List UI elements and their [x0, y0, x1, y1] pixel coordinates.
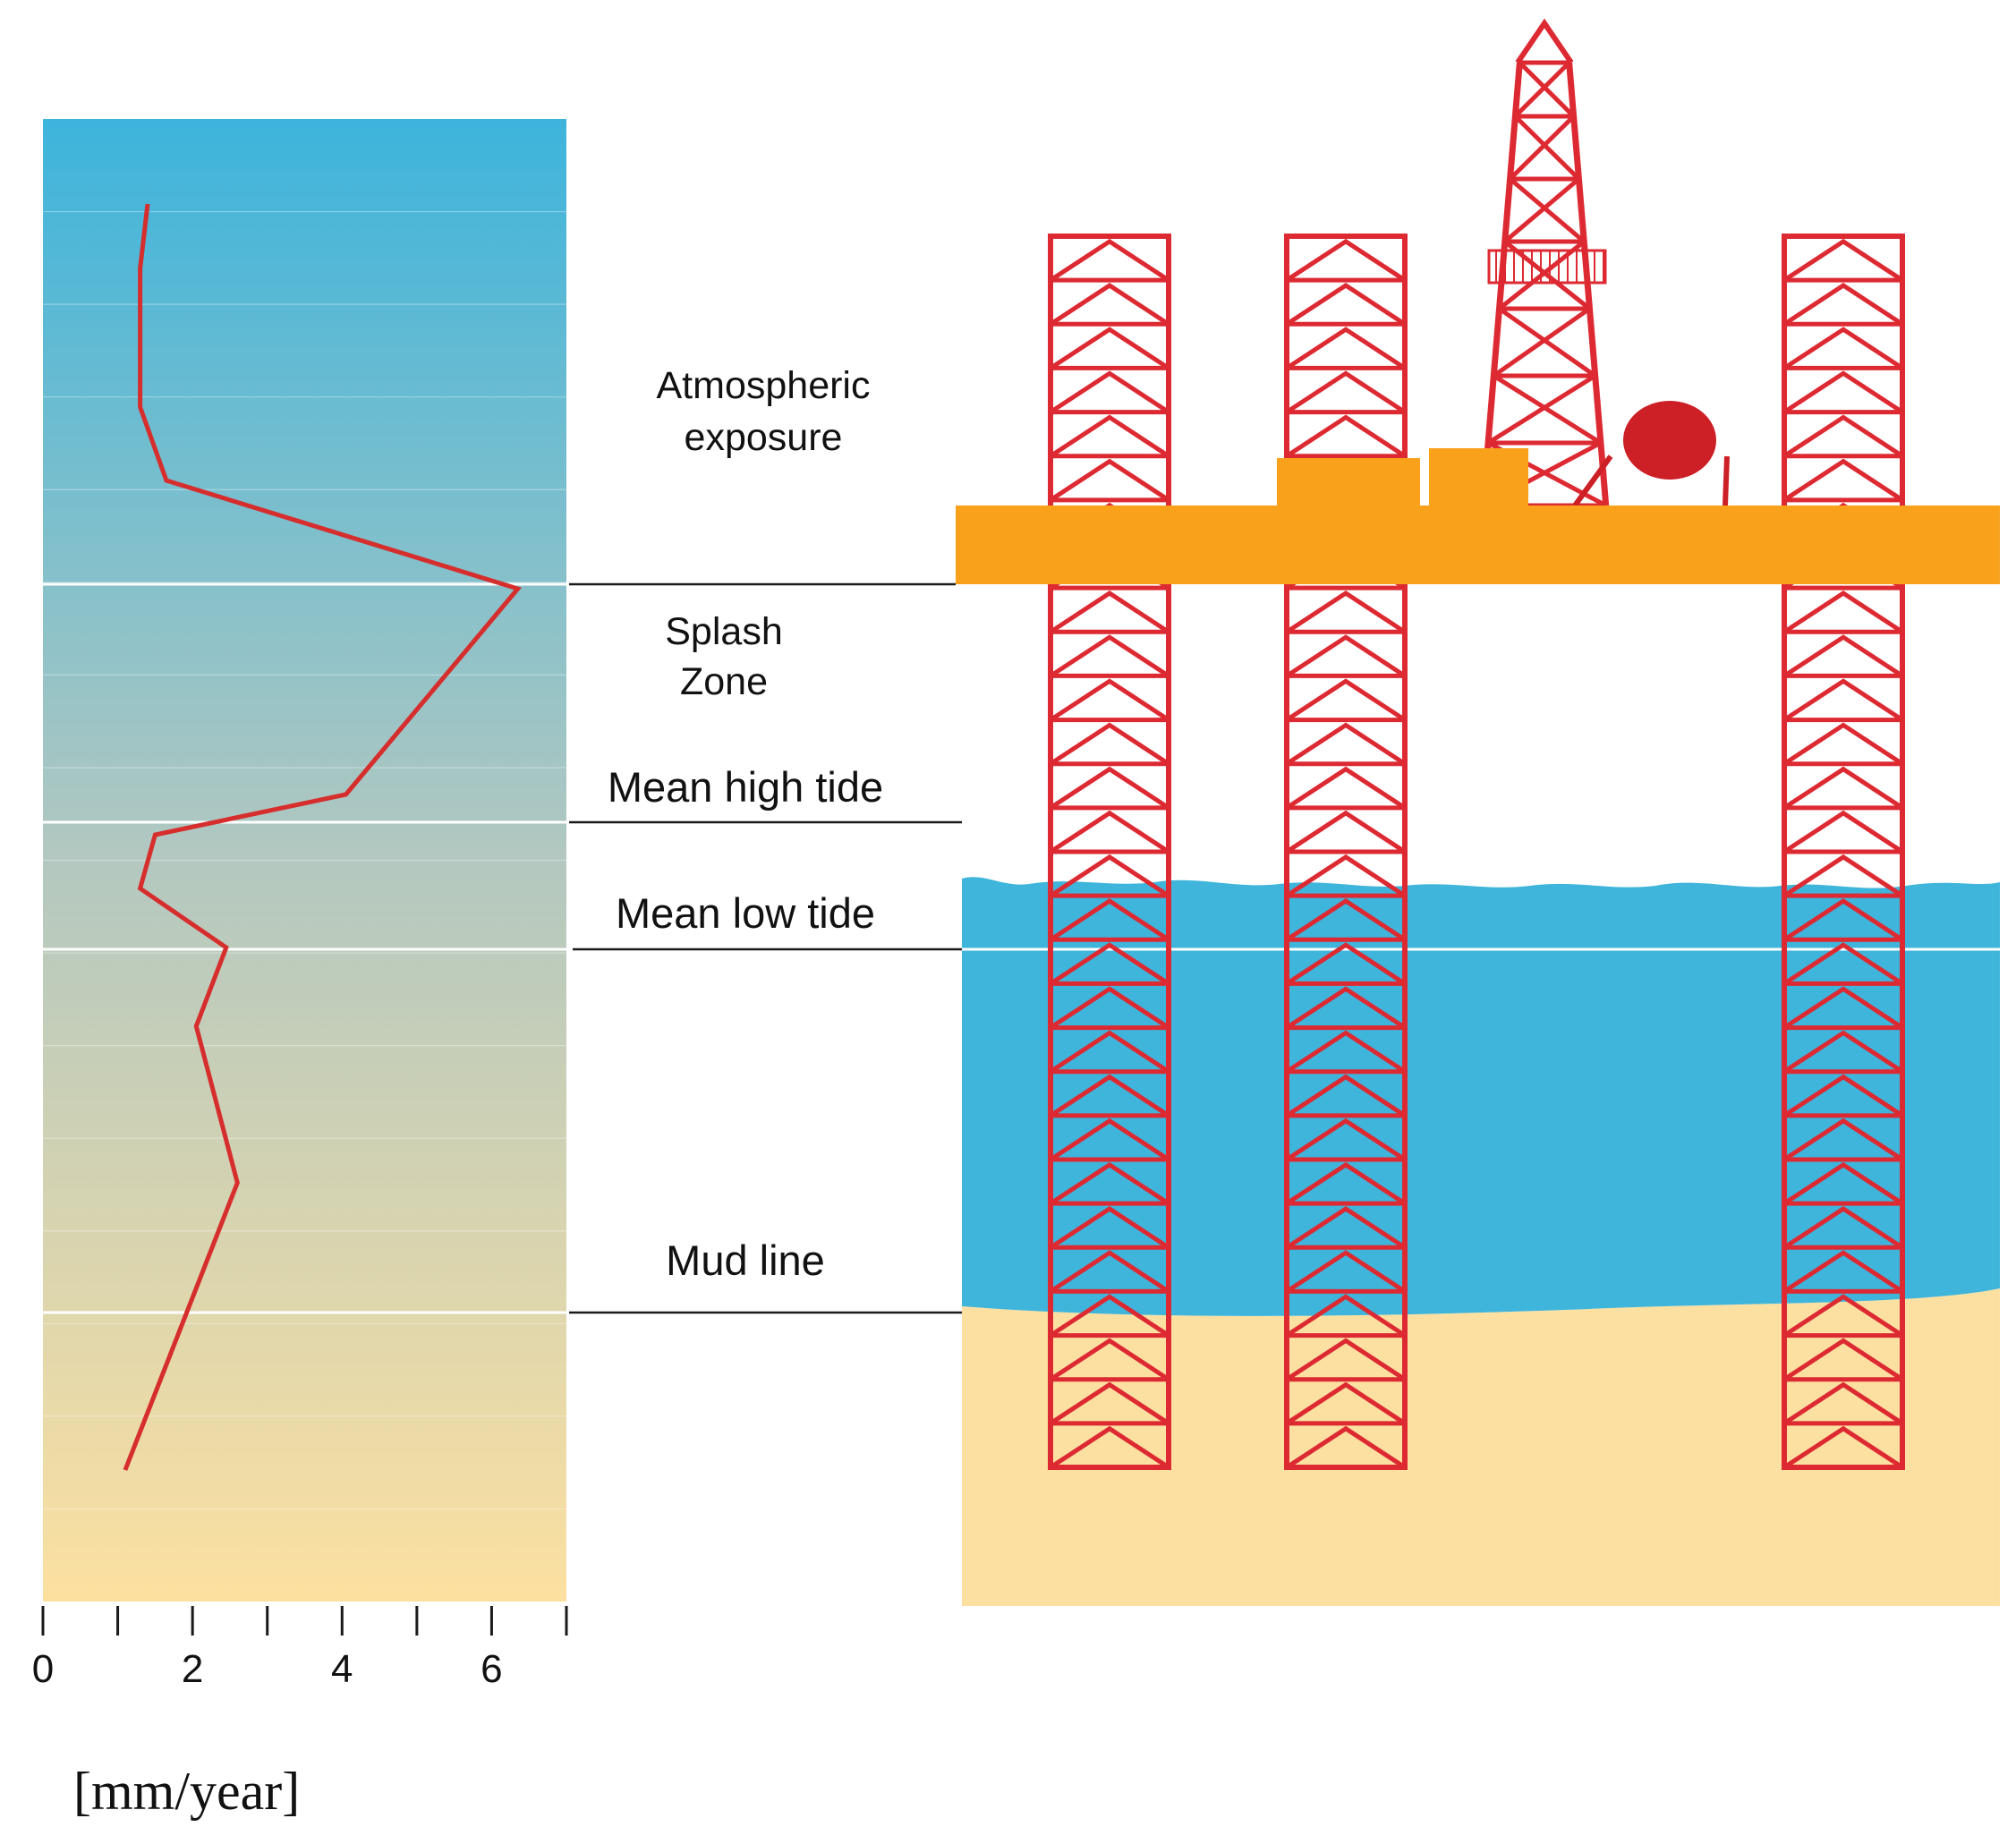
deck-module-small	[1277, 458, 1420, 506]
zone-connector-lines	[569, 582, 962, 1314]
splash-label-line1: Splash	[665, 610, 782, 653]
derrick-tower	[1479, 18, 1610, 508]
corrosion-rate-line	[123, 203, 523, 1471]
x-axis-tick-label: 4	[331, 1647, 353, 1691]
rig-leg	[1782, 234, 1905, 1470]
x-axis-label: [mm/year]	[73, 1762, 300, 1821]
chart-zone-boundaries	[43, 582, 566, 1314]
rig-legs	[1048, 234, 1905, 1470]
offshore-rig-scene	[956, 18, 2000, 1606]
x-axis-tick-label: 0	[32, 1647, 54, 1691]
tank-sphere	[1623, 401, 1716, 480]
x-axis-tick-label: 2	[182, 1647, 203, 1691]
racking-platform	[1487, 249, 1607, 285]
splash-label-line2: Zone	[680, 660, 768, 703]
rig-leg	[1284, 234, 1408, 1470]
mud-line-label: Mud line	[666, 1236, 825, 1284]
x-axis-tick-labels: 0 2 4 6	[32, 1647, 503, 1691]
x-axis-ticks	[41, 1606, 568, 1636]
x-axis-tick-label: 6	[481, 1647, 502, 1691]
sea-water	[962, 877, 2000, 1316]
seabed	[962, 1288, 2000, 1606]
atmospheric-label-line2: exposure	[685, 416, 843, 459]
atmospheric-label-line1: Atmospheric	[657, 364, 871, 407]
zone-labels: Atmospheric exposure Splash Zone Mean hi…	[608, 364, 883, 1284]
mean-low-tide-label: Mean low tide	[616, 889, 875, 937]
corrosion-rate-chart: 0 2 4 6 [mm/year]	[32, 119, 568, 1821]
storage-tank	[1572, 401, 1730, 507]
platform-deck	[956, 506, 2000, 584]
chart-background	[43, 119, 566, 1602]
deck-module-tall	[1429, 448, 1528, 506]
chart-band-lines	[43, 210, 566, 1510]
mean-high-tide-label: Mean high tide	[608, 763, 883, 811]
rig-leg	[1048, 234, 1171, 1470]
